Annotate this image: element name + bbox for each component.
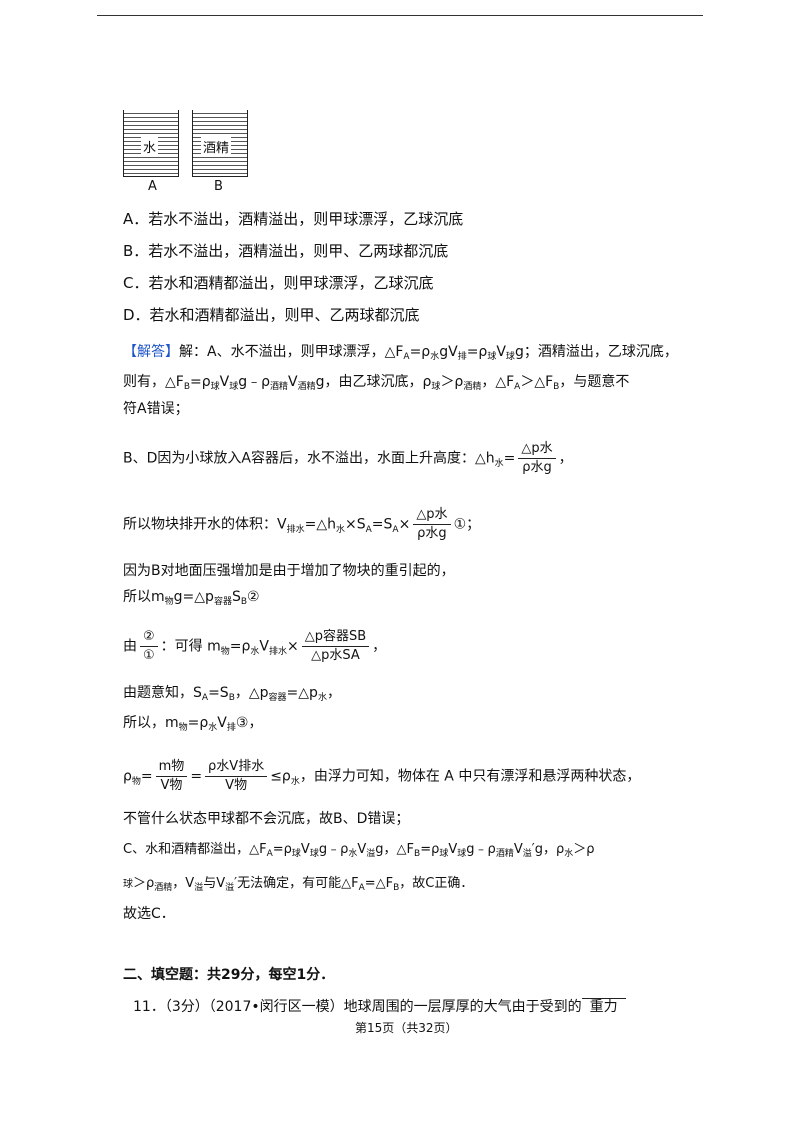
solution-line-9: 由题意知，SA=SB，△p容器=△p水， — [123, 685, 341, 703]
solution-line-6: 因为B对地面压强增加是由于增加了物块的重引起的， — [123, 563, 455, 579]
solution-line-10: 所以，m物=ρ水V排③， — [123, 715, 263, 733]
label-a: A — [148, 179, 157, 194]
fraction-pressure: △p容器SB△p水SA — [301, 628, 370, 665]
solution-line-15: 故选C． — [123, 906, 175, 922]
label-b: B — [214, 179, 223, 194]
section-title: 二、填空题：共29分，每空1分． — [123, 967, 335, 983]
solution-line-14: 球＞ρ酒精，V溢与V溢′无法确定，有可能△FA=△FB，故C正确． — [123, 876, 474, 893]
option-a: A．若水不溢出，酒精溢出，则甲球漂浮，乙球沉底 — [123, 210, 464, 228]
solution-line-7: 所以m物g=△p容器SB② — [123, 589, 260, 607]
top-rule — [97, 15, 703, 16]
solution-line-1: 【解答】解：A、水不溢出，则甲球漂浮，△FA=ρ水gV排=ρ球V球g；酒精溢出，… — [123, 344, 678, 362]
alcohol-label: 酒精 — [201, 137, 232, 156]
page-footer: 第15页（共32页） — [355, 1021, 458, 1035]
solution-line-13: C、水和酒精都溢出，△FA=ρ球V球g﹣ρ水V溢g，△FB=ρ球V球g﹣ρ酒精V… — [123, 842, 595, 859]
water-label: 水 — [141, 137, 159, 156]
question-11: 11．（3分）（2017•闵行区一模）地球周围的一层厚厚的大气由于受到的重力 — [133, 997, 626, 1017]
solution-line-2: 则有，△FB=ρ球V球g﹣ρ酒精V酒精g，由乙球沉底，ρ球＞ρ酒精，△FA＞△F… — [123, 374, 630, 392]
solution-tag: 【解答】 — [123, 344, 179, 360]
answer-11: 重力 — [581, 998, 626, 1015]
option-c: C．若水和酒精都溢出，则甲球漂浮，乙球沉底 — [123, 274, 434, 292]
solution-line-3: 符A错误； — [123, 401, 189, 417]
option-b: B．若水不溢出，酒精溢出，则甲、乙两球都沉底 — [123, 242, 449, 260]
solution-line-12: 不管什么状态甲球都不会沉底，故B、D错误； — [123, 811, 410, 827]
option-d: D．若水和酒精都溢出，则甲、乙两球都沉底 — [123, 306, 420, 324]
